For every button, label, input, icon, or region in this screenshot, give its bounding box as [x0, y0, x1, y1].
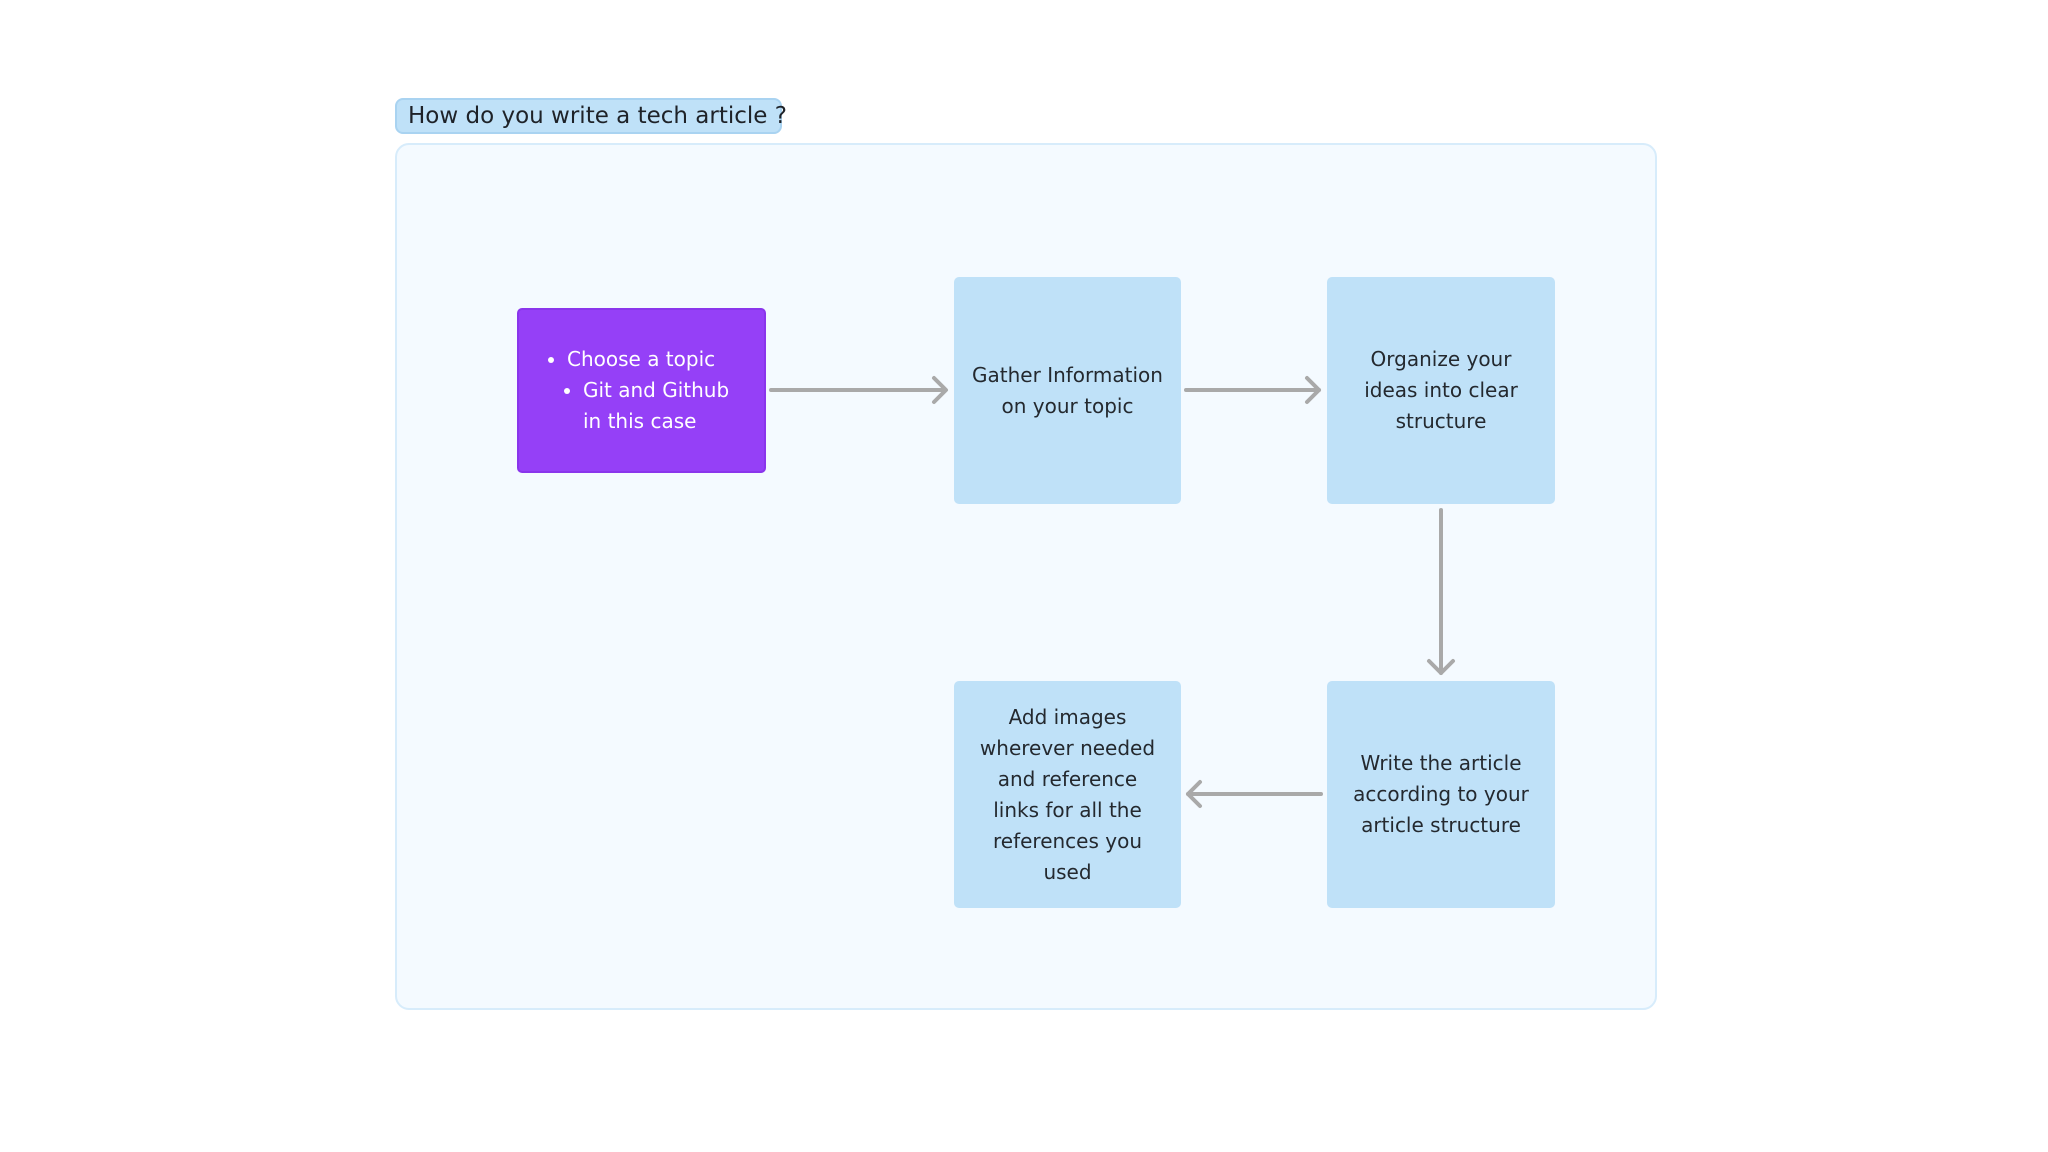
frame-title: How do you write a tech article ? — [395, 98, 787, 134]
node-write-label: Write the article according to your arti… — [1353, 751, 1529, 837]
bullet-choose-topic: Choose a topic — [567, 344, 744, 375]
node-write-article[interactable]: Write the article according to your arti… — [1327, 681, 1555, 908]
node-images-label: Add images wherever needed and reference… — [979, 704, 1156, 884]
bullet-git-github: Git and Github in this case — [583, 375, 744, 437]
node-gather-information[interactable]: Gather Information on your topic — [954, 277, 1181, 504]
node-organize-ideas[interactable]: Organize your ideas into clear structure — [1327, 277, 1555, 504]
node-organize-label: Organize your ideas into clear structure — [1364, 347, 1518, 433]
node-gather-label: Gather Information on your topic — [972, 362, 1163, 418]
topic-bullet-list: Choose a topic Git and Github in this ca… — [567, 344, 744, 437]
node-choose-topic[interactable]: Choose a topic Git and Github in this ca… — [517, 308, 766, 473]
node-add-images[interactable]: Add images wherever needed and reference… — [954, 681, 1181, 908]
